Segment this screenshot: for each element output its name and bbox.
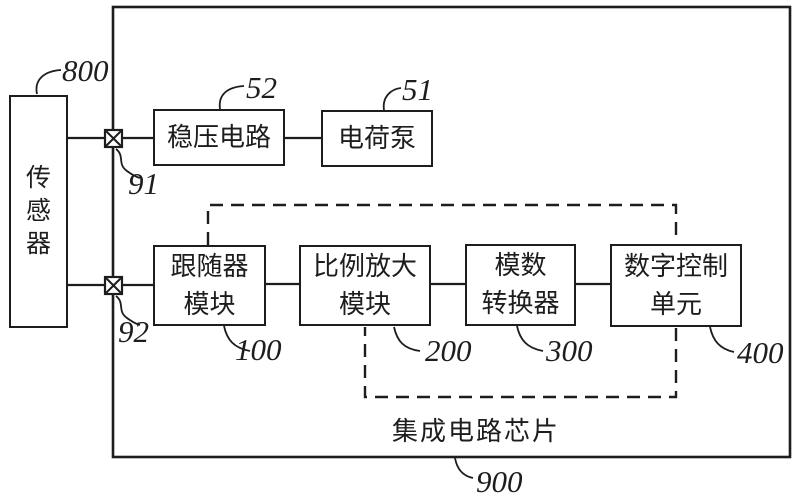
- ref-numeral-92: 92: [118, 314, 149, 349]
- sensor-label: 传 感 器: [25, 165, 51, 258]
- bond-pad-91-icon: [103, 128, 124, 149]
- chip-boundary-dashed-top: [206, 203, 678, 245]
- follower-module-label: 跟随器 模块: [170, 251, 249, 319]
- leader-91: [115, 148, 141, 179]
- adc-box: 模数 转换器: [465, 244, 576, 326]
- chip-region-label: 集成电路芯片: [392, 417, 561, 446]
- leader-200: [393, 326, 421, 352]
- proportional-amplifier-label: 比例放大 模块: [312, 251, 417, 319]
- ref-numeral-800: 800: [62, 53, 109, 88]
- ref-numeral-100: 100: [235, 332, 282, 367]
- leader-400: [709, 326, 735, 353]
- leader-92: [115, 295, 141, 326]
- proportional-amplifier-box: 比例放大 模块: [299, 245, 431, 326]
- adc-label: 模数 转换器: [481, 251, 560, 318]
- digital-control-unit-box: 数字控制 单元: [610, 244, 742, 327]
- ref-numeral-51: 51: [402, 72, 433, 107]
- bond-pad-92-icon: [103, 275, 124, 296]
- leader-900: [454, 457, 474, 479]
- charge-pump-box: 电荷泵: [321, 110, 433, 167]
- voltage-regulator-box: 稳压电路: [153, 109, 285, 166]
- digital-control-unit-label: 数字控制 单元: [623, 251, 728, 319]
- leader-300: [516, 325, 544, 352]
- leader-100: [223, 325, 251, 352]
- ref-numeral-400: 400: [737, 335, 784, 370]
- ref-numeral-200: 200: [425, 333, 472, 368]
- voltage-regulator-label: 稳压电路: [166, 122, 271, 152]
- sensor-box: 传 感 器: [9, 95, 68, 328]
- leader-51: [382, 87, 402, 111]
- ref-numeral-300: 300: [546, 333, 593, 368]
- leader-52: [218, 85, 245, 110]
- leader-800: [35, 69, 62, 95]
- ref-numeral-900: 900: [476, 464, 523, 499]
- follower-module-box: 跟随器 模块: [153, 245, 266, 326]
- ref-numeral-52: 52: [246, 70, 277, 105]
- charge-pump-label: 电荷泵: [337, 123, 416, 153]
- ref-numeral-91: 91: [128, 166, 159, 201]
- outer-border: [111, 5, 792, 459]
